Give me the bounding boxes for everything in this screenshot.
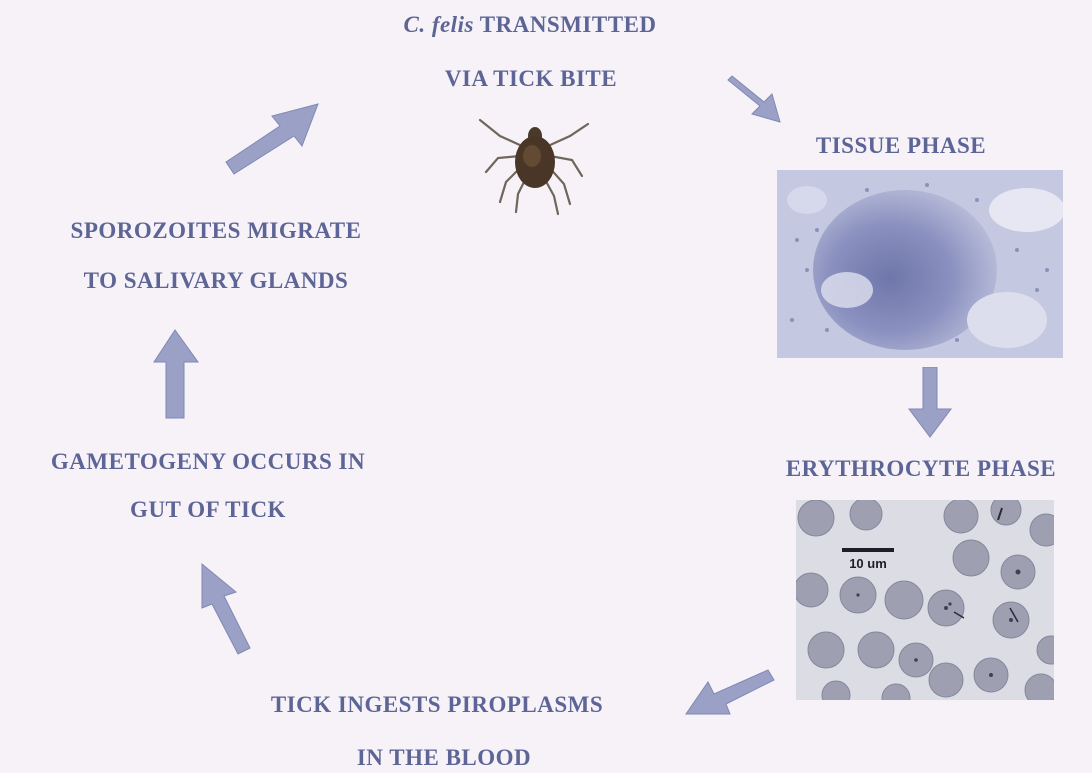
erythrocyte-phase-label: ERYTHROCYTE PHASE — [786, 456, 1056, 482]
ingests-line1: TICK INGESTS PIROPLASMS — [271, 692, 603, 718]
scale-bar-label: 10 um — [849, 556, 887, 571]
transmitted-line2: VIA TICK BITE — [445, 66, 617, 92]
tissue-micrograph — [777, 170, 1063, 358]
tick-icon — [470, 98, 600, 218]
gametogeny-line1: GAMETOGENY OCCURS IN — [51, 449, 365, 475]
arrow-to-transmitted — [222, 96, 322, 186]
gametogeny-line2: GUT OF TICK — [130, 497, 286, 523]
arrow-to-sporozoites — [152, 328, 202, 420]
arrow-to-erythrocyte — [907, 367, 957, 439]
arrow-to-tissue — [726, 66, 796, 126]
tick-image — [470, 98, 600, 218]
transmitted-line1: TRANSMITTED — [474, 12, 657, 37]
arrow-to-ingests — [680, 660, 780, 720]
erythrocyte-micrograph: 10 um — [796, 500, 1054, 700]
transmitted-label: C. felis TRANSMITTED — [403, 12, 656, 38]
arrow-to-gametogeny — [190, 558, 260, 658]
ingests-line2: IN THE BLOOD — [357, 745, 531, 771]
tissue-phase-label: TISSUE PHASE — [816, 133, 986, 159]
sporozoites-line1: SPOROZOITES MIGRATE — [71, 218, 362, 244]
sporozoites-line2: TO SALIVARY GLANDS — [84, 268, 349, 294]
species-name: C. felis — [403, 12, 473, 37]
